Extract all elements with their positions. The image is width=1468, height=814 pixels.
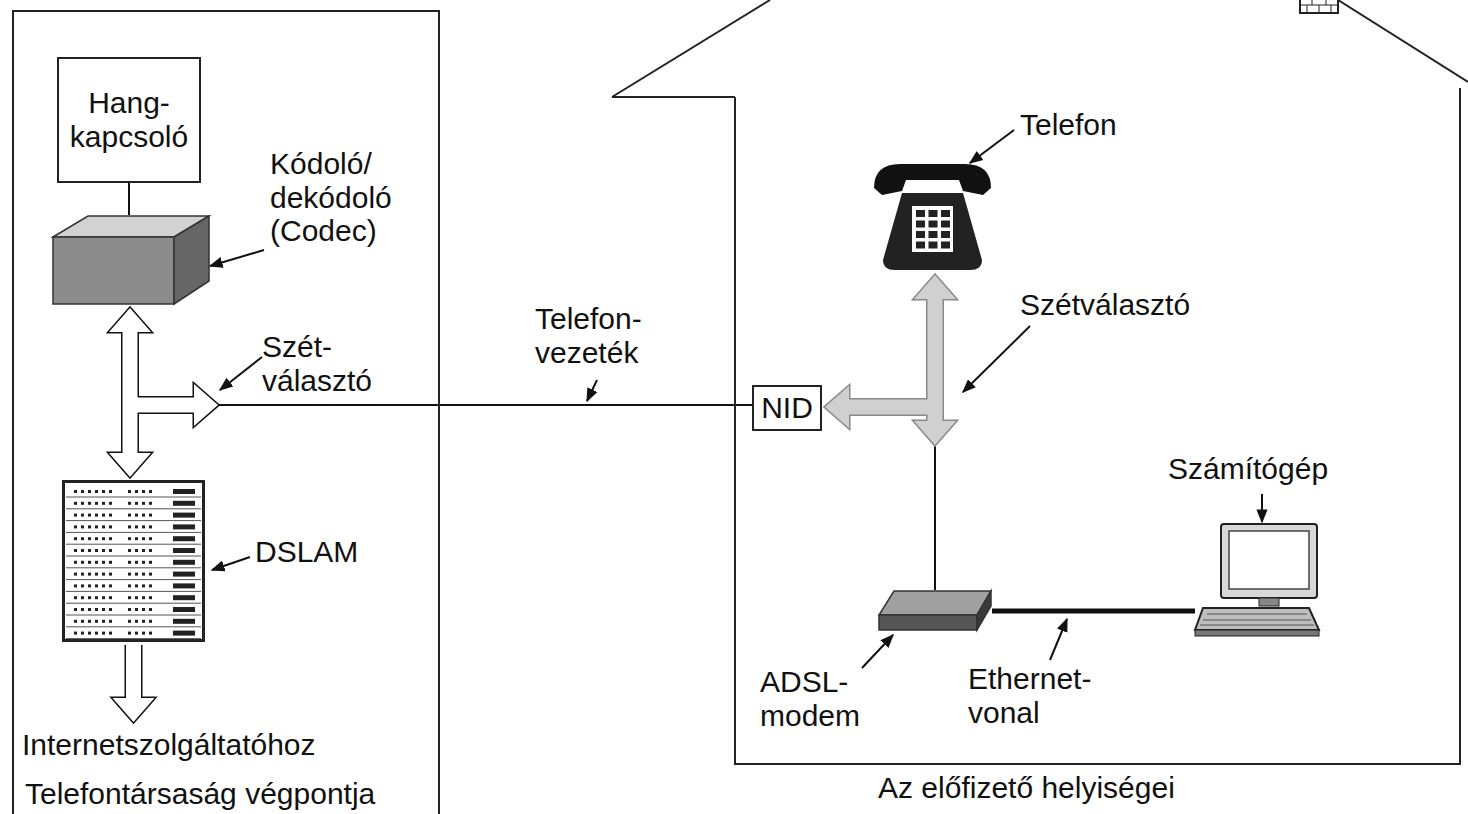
computer-icon-shape bbox=[1195, 520, 1323, 642]
endpoint-region: Telefontársaság végpontja Hang- kapcsolóK… bbox=[12, 10, 440, 814]
node-label: NID bbox=[760, 391, 814, 425]
arrow-head bbox=[113, 698, 155, 722]
splitter-arrow bbox=[123, 330, 138, 405]
arrow-head bbox=[109, 453, 151, 477]
splitter-hub: Szét- választó bbox=[118, 393, 142, 417]
connector-line bbox=[934, 445, 936, 590]
voice-switch-box: Hang- kapcsoló bbox=[57, 57, 201, 183]
ethernet-line bbox=[992, 609, 1195, 614]
free-label: Internetszolgáltatóhoz bbox=[22, 728, 422, 762]
leader-line bbox=[212, 557, 250, 570]
node-label: DSLAM bbox=[255, 535, 395, 569]
arrow-head bbox=[194, 384, 218, 426]
dslam-rack: DSLAM bbox=[62, 480, 205, 642]
node-label: Telefontársaság végpontja bbox=[25, 777, 440, 811]
arrow-head bbox=[113, 698, 155, 722]
node-label: Az előfizető helyiségei bbox=[878, 771, 1278, 805]
node-label: Szétválasztó bbox=[1020, 288, 1230, 322]
leader-line bbox=[220, 357, 262, 390]
thin-lines bbox=[129, 183, 1195, 611]
arrow-head bbox=[914, 275, 956, 299]
leader-line bbox=[210, 250, 264, 266]
nid-box: NID bbox=[752, 385, 822, 431]
leader-line bbox=[963, 326, 1030, 392]
node-label: Számítógép bbox=[1168, 452, 1343, 486]
adsl-modem-shape bbox=[878, 590, 992, 632]
codec-box: Kódoló/ dekódoló (Codec) bbox=[52, 215, 210, 305]
node-label: ADSL- modem bbox=[760, 665, 880, 732]
arrow-head bbox=[914, 421, 956, 445]
edge-label: Ethernet- vonal bbox=[968, 662, 1118, 729]
leader-line bbox=[587, 380, 597, 401]
connector-line bbox=[130, 404, 752, 406]
fat-fill bbox=[825, 275, 956, 445]
computer-icon: Számítógép bbox=[1195, 520, 1323, 642]
arrow-head bbox=[109, 308, 151, 332]
codec-box-shape bbox=[52, 215, 210, 305]
edge-label: Telefon- vezeték bbox=[535, 302, 670, 369]
arrow-head bbox=[825, 386, 849, 428]
splitter-arrow bbox=[130, 398, 196, 413]
fat-outline bbox=[825, 275, 956, 445]
node-label: Telefon bbox=[1020, 108, 1170, 142]
leader-line bbox=[862, 635, 893, 668]
telephone-icon-shape bbox=[870, 160, 995, 272]
node-label: Hang- kapcsoló bbox=[65, 86, 193, 153]
splitter-arrow bbox=[847, 400, 935, 415]
telephone-icon: Telefon bbox=[870, 160, 995, 272]
splitter-arrow bbox=[928, 407, 943, 423]
splitter-hub: Szétválasztó bbox=[923, 395, 947, 419]
arrow-head bbox=[109, 308, 151, 332]
leader-line bbox=[1050, 619, 1067, 660]
connector-line bbox=[128, 183, 130, 215]
arrow-head bbox=[914, 275, 956, 299]
arrow-head bbox=[914, 421, 956, 445]
arrow-head bbox=[194, 384, 218, 426]
leader-line bbox=[970, 130, 1014, 163]
arrow-head bbox=[109, 453, 151, 477]
adsl-modem: ADSL- modem bbox=[878, 590, 992, 632]
splitter-arrow bbox=[126, 645, 141, 700]
leader-line bbox=[1261, 494, 1263, 522]
node-label: Szét- választó bbox=[262, 330, 407, 397]
dslam-rack-shape bbox=[62, 480, 205, 642]
splitter-arrow bbox=[928, 297, 943, 407]
arrow-head bbox=[825, 386, 849, 428]
node-label: Kódoló/ dekódoló (Codec) bbox=[270, 147, 420, 248]
